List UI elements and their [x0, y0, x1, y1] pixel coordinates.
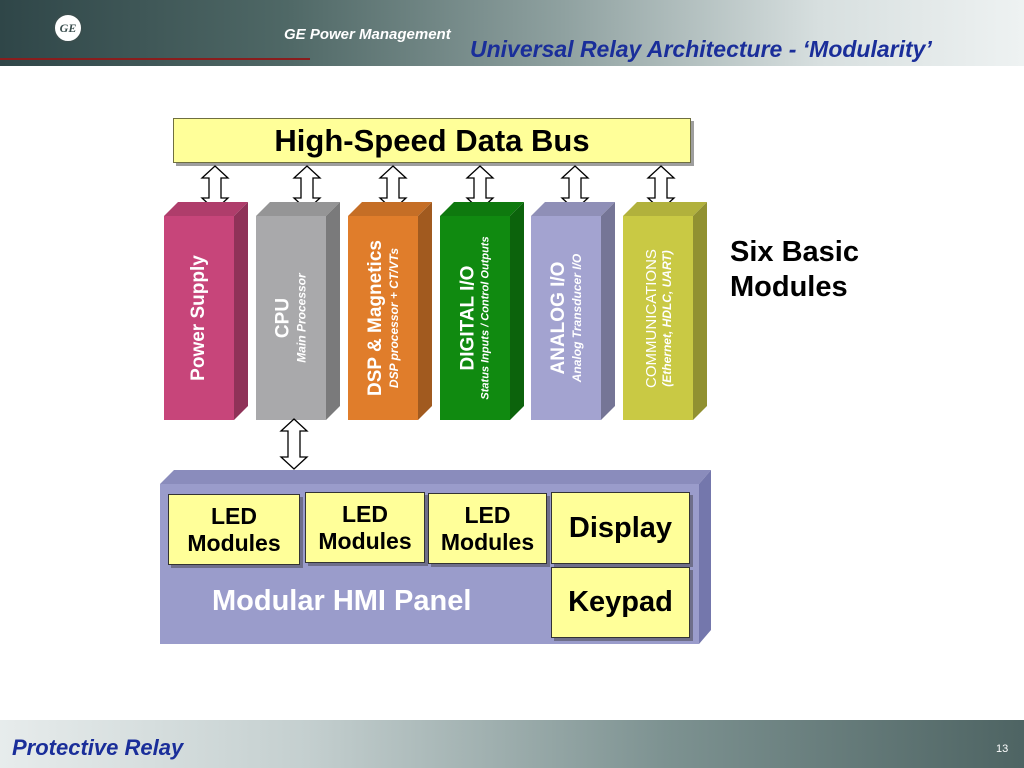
module-top	[256, 202, 340, 216]
company-name: GE Power Management	[284, 26, 451, 43]
module-name: COMMUNICATIONS	[642, 248, 660, 388]
display-box: Display	[551, 492, 690, 564]
led-label: LED	[464, 502, 511, 529]
six-modules-line2: Modules	[730, 270, 848, 303]
led-label: LED	[211, 503, 257, 530]
module-top	[440, 202, 524, 216]
hmi-panel-side	[699, 470, 711, 644]
module-top	[164, 202, 248, 216]
module-top	[531, 202, 615, 216]
module-top	[348, 202, 432, 216]
module-subtitle: DSP processor + CT/VTs	[387, 247, 402, 389]
slide-title: Universal Relay Architecture - ‘Modulari…	[470, 36, 932, 62]
six-modules-label: Six Basic Modules	[730, 235, 859, 305]
module-face: Power Supply	[164, 216, 234, 420]
module-name: CPU	[273, 297, 294, 339]
module-side	[601, 202, 615, 420]
module-subtitle: (Ethernet, HDLC, UART)	[659, 249, 674, 387]
hmi-panel-top	[160, 470, 711, 484]
footer-title: Protective Relay	[12, 735, 184, 760]
keypad-box: Keypad	[551, 567, 690, 638]
cpu-hmi-arrow-icon	[279, 418, 309, 470]
module-side	[234, 202, 248, 420]
module-top	[623, 202, 707, 216]
header-divider	[0, 58, 310, 60]
led-label: Modules	[318, 527, 412, 554]
module-name: DIGITAL I/O	[458, 265, 479, 371]
module-subtitle: Analog Transducer I/O	[570, 253, 585, 383]
page-number: 13	[996, 743, 1009, 755]
module-side	[418, 202, 432, 420]
ge-logo-icon: GE	[53, 13, 83, 43]
hmi-panel-label: Modular HMI Panel	[212, 585, 472, 617]
module-subtitle: Status Inputs / Control Outputs	[480, 236, 492, 400]
module-side	[510, 202, 524, 420]
module-subtitle: Main Processor	[295, 273, 309, 363]
module-name: Power Supply	[188, 255, 210, 381]
module-name: DSP & Magnetics	[365, 240, 387, 396]
data-bus: High-Speed Data Bus	[173, 118, 691, 163]
led-label: LED	[342, 501, 388, 528]
module-name: ANALOG I/O	[548, 261, 570, 375]
module-face: COMMUNICATIONS(Ethernet, HDLC, UART)	[623, 216, 693, 420]
footer-bar	[0, 720, 1024, 768]
module-side	[326, 202, 340, 420]
header-bar	[0, 0, 1024, 66]
six-modules-line1: Six Basic	[730, 236, 859, 268]
module-side	[693, 202, 707, 420]
led-label: Modules	[440, 528, 535, 555]
led-label: Modules	[187, 529, 281, 556]
